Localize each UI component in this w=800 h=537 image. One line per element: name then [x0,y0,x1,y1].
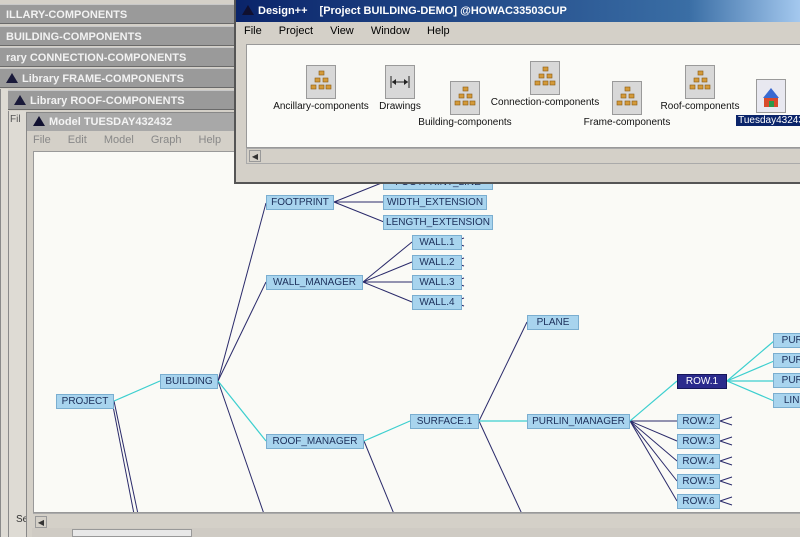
graph-node-row-3[interactable]: ROW.3 [677,434,720,449]
menu-edit[interactable]: Edit [67,134,87,146]
graph-node-purl-1[interactable]: PURL [773,333,800,348]
library-building[interactable]: Building-components [413,81,517,128]
file-menu-partial[interactable]: Fil [10,114,21,125]
library-label: Connection-components [490,97,600,108]
scroll-left-icon[interactable]: ◀ [249,150,261,162]
library-label: Ancillary-components [273,101,369,112]
model-icon [756,79,786,113]
window-body-edge [0,89,8,537]
menu-view[interactable]: View [330,25,354,37]
design-project-window: Design++ [Project BUILDING-DEMO] @HOWAC33… [234,0,800,184]
graph-node-wall-1[interactable]: WALL.1 [412,235,462,250]
scroll-left-icon[interactable]: ◀ [35,516,47,528]
graph-node-row-4[interactable]: ROW.4 [677,454,720,469]
graph-node-building[interactable]: BUILDING [160,374,218,389]
tree-icon [612,81,642,115]
model-window-title: Model TUESDAY432432 [49,116,173,128]
design-window-titlebar[interactable]: Design++ [Project BUILDING-DEMO] @HOWAC33… [236,0,800,22]
window-body-edge [8,111,26,537]
library-label: Building-components [418,117,512,128]
graph-edges [111,181,775,512]
graph-node-purl-3[interactable]: PURL [773,373,800,388]
graph-node-roof-manager[interactable]: ROOF_MANAGER [266,434,364,449]
graph-node-wall-3[interactable]: WALL.3 [412,275,462,290]
tree-icon [530,61,560,95]
window-title-text: Library FRAME-COMPONENTS [22,73,184,85]
app-name: Design++ [258,5,308,17]
app-triangle-icon [242,5,254,15]
tree-icon [306,65,336,99]
model-horizontal-scrollbar[interactable]: ◀ [33,513,800,529]
graph-node-width-extension[interactable]: WIDTH_EXTENSION [383,195,487,210]
window-title-text: ILLARY-COMPONENTS [6,9,128,21]
graph-node-length-extension[interactable]: LENGTH_EXTENSION [383,215,493,230]
window-title-text: Library ROOF-COMPONENTS [30,95,185,107]
graph-node-wall-manager[interactable]: WALL_MANAGER [266,275,363,290]
graph-node-row-6[interactable]: ROW.6 [677,494,720,509]
bottom-status-bar [32,528,800,537]
library-label: Roof-components [660,101,740,112]
graph-node-purlin-manager[interactable]: PURLIN_MANAGER [527,414,630,429]
library-label: Drawings [379,101,421,112]
app-triangle-icon [33,116,45,126]
library-ancillary[interactable]: Ancillary-components [269,65,373,112]
app-triangle-icon [6,73,18,83]
bottom-field[interactable] [72,529,192,537]
library-frame[interactable]: Frame-components [577,81,677,128]
library-connection[interactable]: Connection-components [483,61,607,108]
menu-model[interactable]: Model [103,134,134,146]
window-title-connection[interactable]: rary CONNECTION-COMPONENTS [0,47,240,67]
library-label: Tuesday43243 [736,115,800,126]
window-title-ancillary[interactable]: ILLARY-COMPONENTS [0,4,240,24]
library-tuesday-model[interactable]: Tuesday43243 [731,79,800,126]
tree-icon [685,65,715,99]
library-roof[interactable]: Roof-components [657,65,743,112]
library-label: Frame-components [583,117,671,128]
graph-node-line[interactable]: LINE [773,393,800,408]
library-icon-pane: Ancillary-components Drawings Building-c… [246,44,800,148]
window-title-text: BUILDING-COMPONENTS [6,31,142,43]
design-horizontal-scrollbar[interactable]: ◀ [246,148,800,164]
window-title-building[interactable]: BUILDING-COMPONENTS [0,26,240,46]
menu-help[interactable]: Help [198,134,222,146]
graph-node-row-2[interactable]: ROW.2 [677,414,720,429]
design-menubar: File Project View Window Help [236,22,800,40]
menu-help[interactable]: Help [427,25,450,37]
graph-node-surface-1[interactable]: SURFACE.1 [410,414,479,429]
model-graph-canvas[interactable]: FOOTPRINT_LINE FOOTPRINT WIDTH_EXTENSION… [33,151,800,513]
graph-node-row-5[interactable]: ROW.5 [677,474,720,489]
graph-node-plane[interactable]: PLANE [527,315,579,330]
graph-node-wall-4[interactable]: WALL.4 [412,295,462,310]
tree-icon [450,81,480,115]
menu-file[interactable]: File [244,25,262,37]
window-title-frame[interactable]: Library FRAME-COMPONENTS [0,68,240,88]
graph-node-wall-2[interactable]: WALL.2 [412,255,462,270]
status-partial: Se [16,514,29,525]
menu-window[interactable]: Window [370,25,410,37]
graph-node-purl-2[interactable]: PURL [773,353,800,368]
menu-project[interactable]: Project [278,25,314,37]
library-drawings[interactable]: Drawings [377,65,423,112]
menu-graph[interactable]: Graph [150,134,182,146]
graph-node-footprint[interactable]: FOOTPRINT [266,195,334,210]
window-title-text: rary CONNECTION-COMPONENTS [6,52,187,64]
graph-node-row-1[interactable]: ROW.1 [677,374,727,389]
app-triangle-icon [14,95,26,105]
window-title-roof[interactable]: Library ROOF-COMPONENTS [8,90,240,110]
menu-file[interactable]: File [33,134,51,146]
dimension-icon [385,65,415,99]
design-window-title: [Project BUILDING-DEMO] @HOWAC33503CUP [319,5,567,17]
graph-node-project[interactable]: PROJECT [56,394,114,409]
